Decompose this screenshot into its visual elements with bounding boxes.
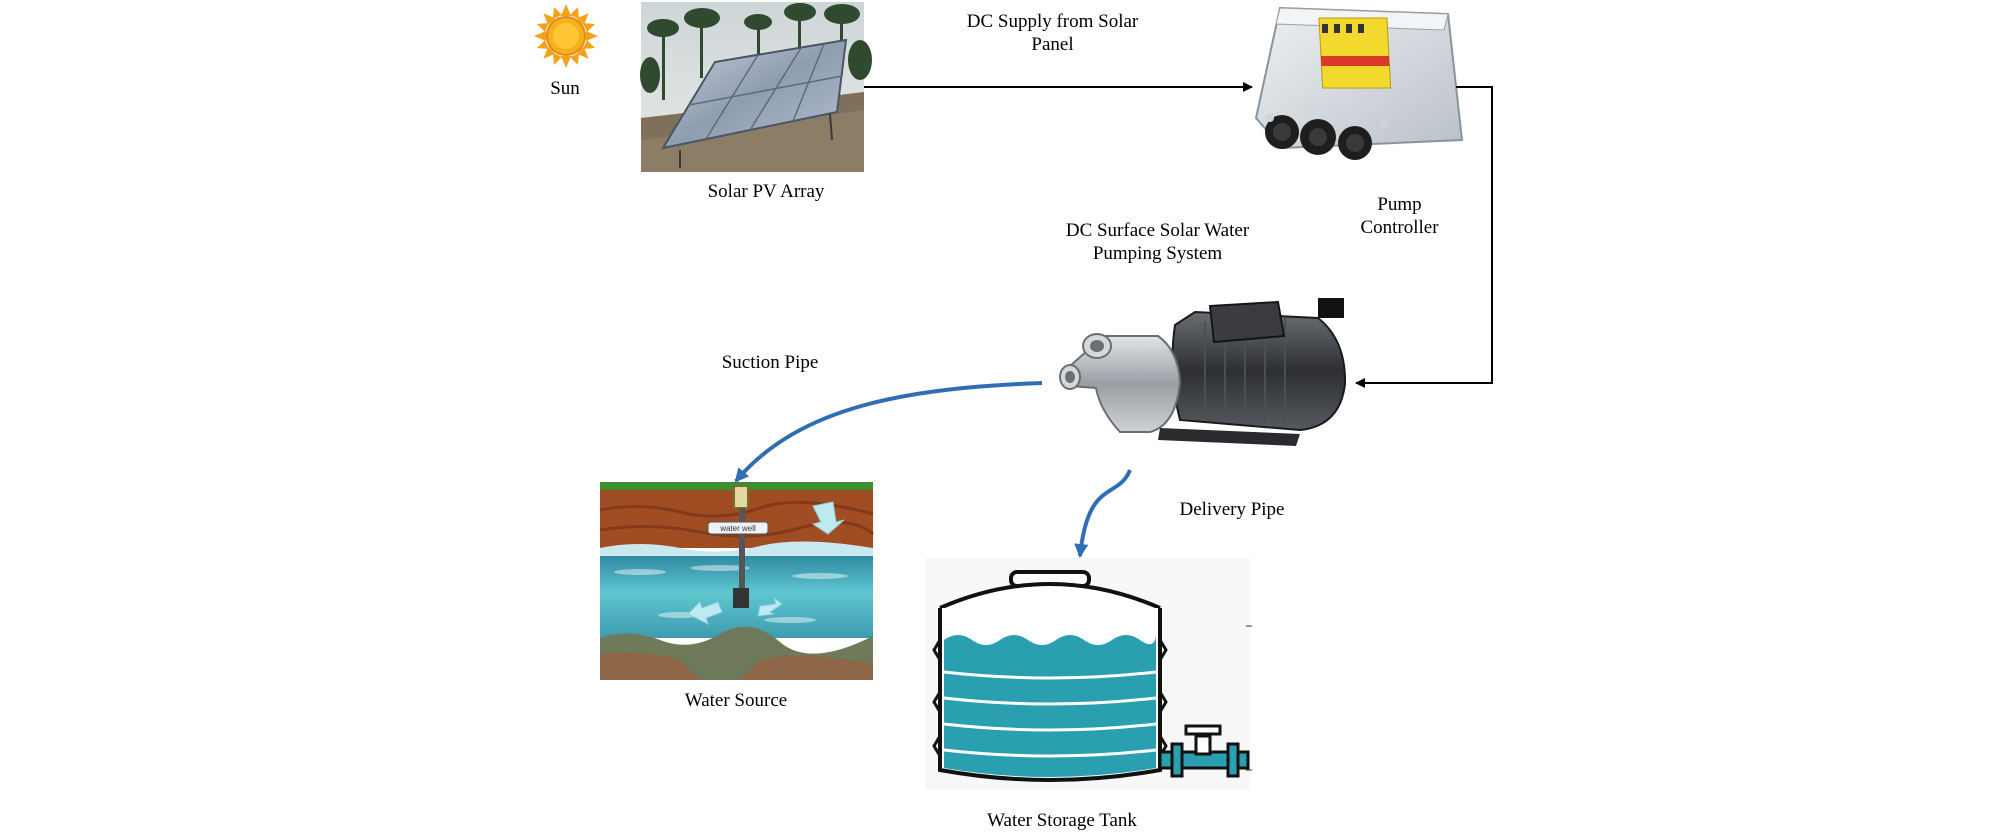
- suction-pipe-arrow: [734, 381, 1043, 483]
- pumping-system-label: DC Surface Solar Water Pumping System: [1065, 220, 1250, 264]
- sun-label: Sun: [550, 78, 580, 99]
- solar-pv-array-label: Solar PV Array: [707, 181, 825, 202]
- delivery-pipe-arrow: [1074, 469, 1132, 558]
- delivery-pipe-label: Delivery Pipe: [1179, 499, 1285, 520]
- pump-controller-label: Pump Controller: [1360, 194, 1439, 238]
- sun-icon: [534, 4, 598, 68]
- suction-pipe-label: Suction Pipe: [721, 352, 819, 373]
- pump-controller-image: [1254, 6, 1464, 160]
- solar-pv-array-image: [640, 2, 872, 172]
- water-source-label: Water Source: [684, 690, 788, 711]
- water-storage-tank-image: [925, 558, 1252, 790]
- water-storage-tank-label: Water Storage Tank: [987, 810, 1137, 831]
- dc-supply-label: DC Supply from Solar Panel: [966, 11, 1139, 55]
- well-sign-text: water well: [719, 524, 756, 533]
- dc-surface-pump-image: [1059, 298, 1347, 446]
- controller-to-pump-arrow: [1355, 86, 1493, 388]
- water-source-image: water well: [599, 482, 874, 680]
